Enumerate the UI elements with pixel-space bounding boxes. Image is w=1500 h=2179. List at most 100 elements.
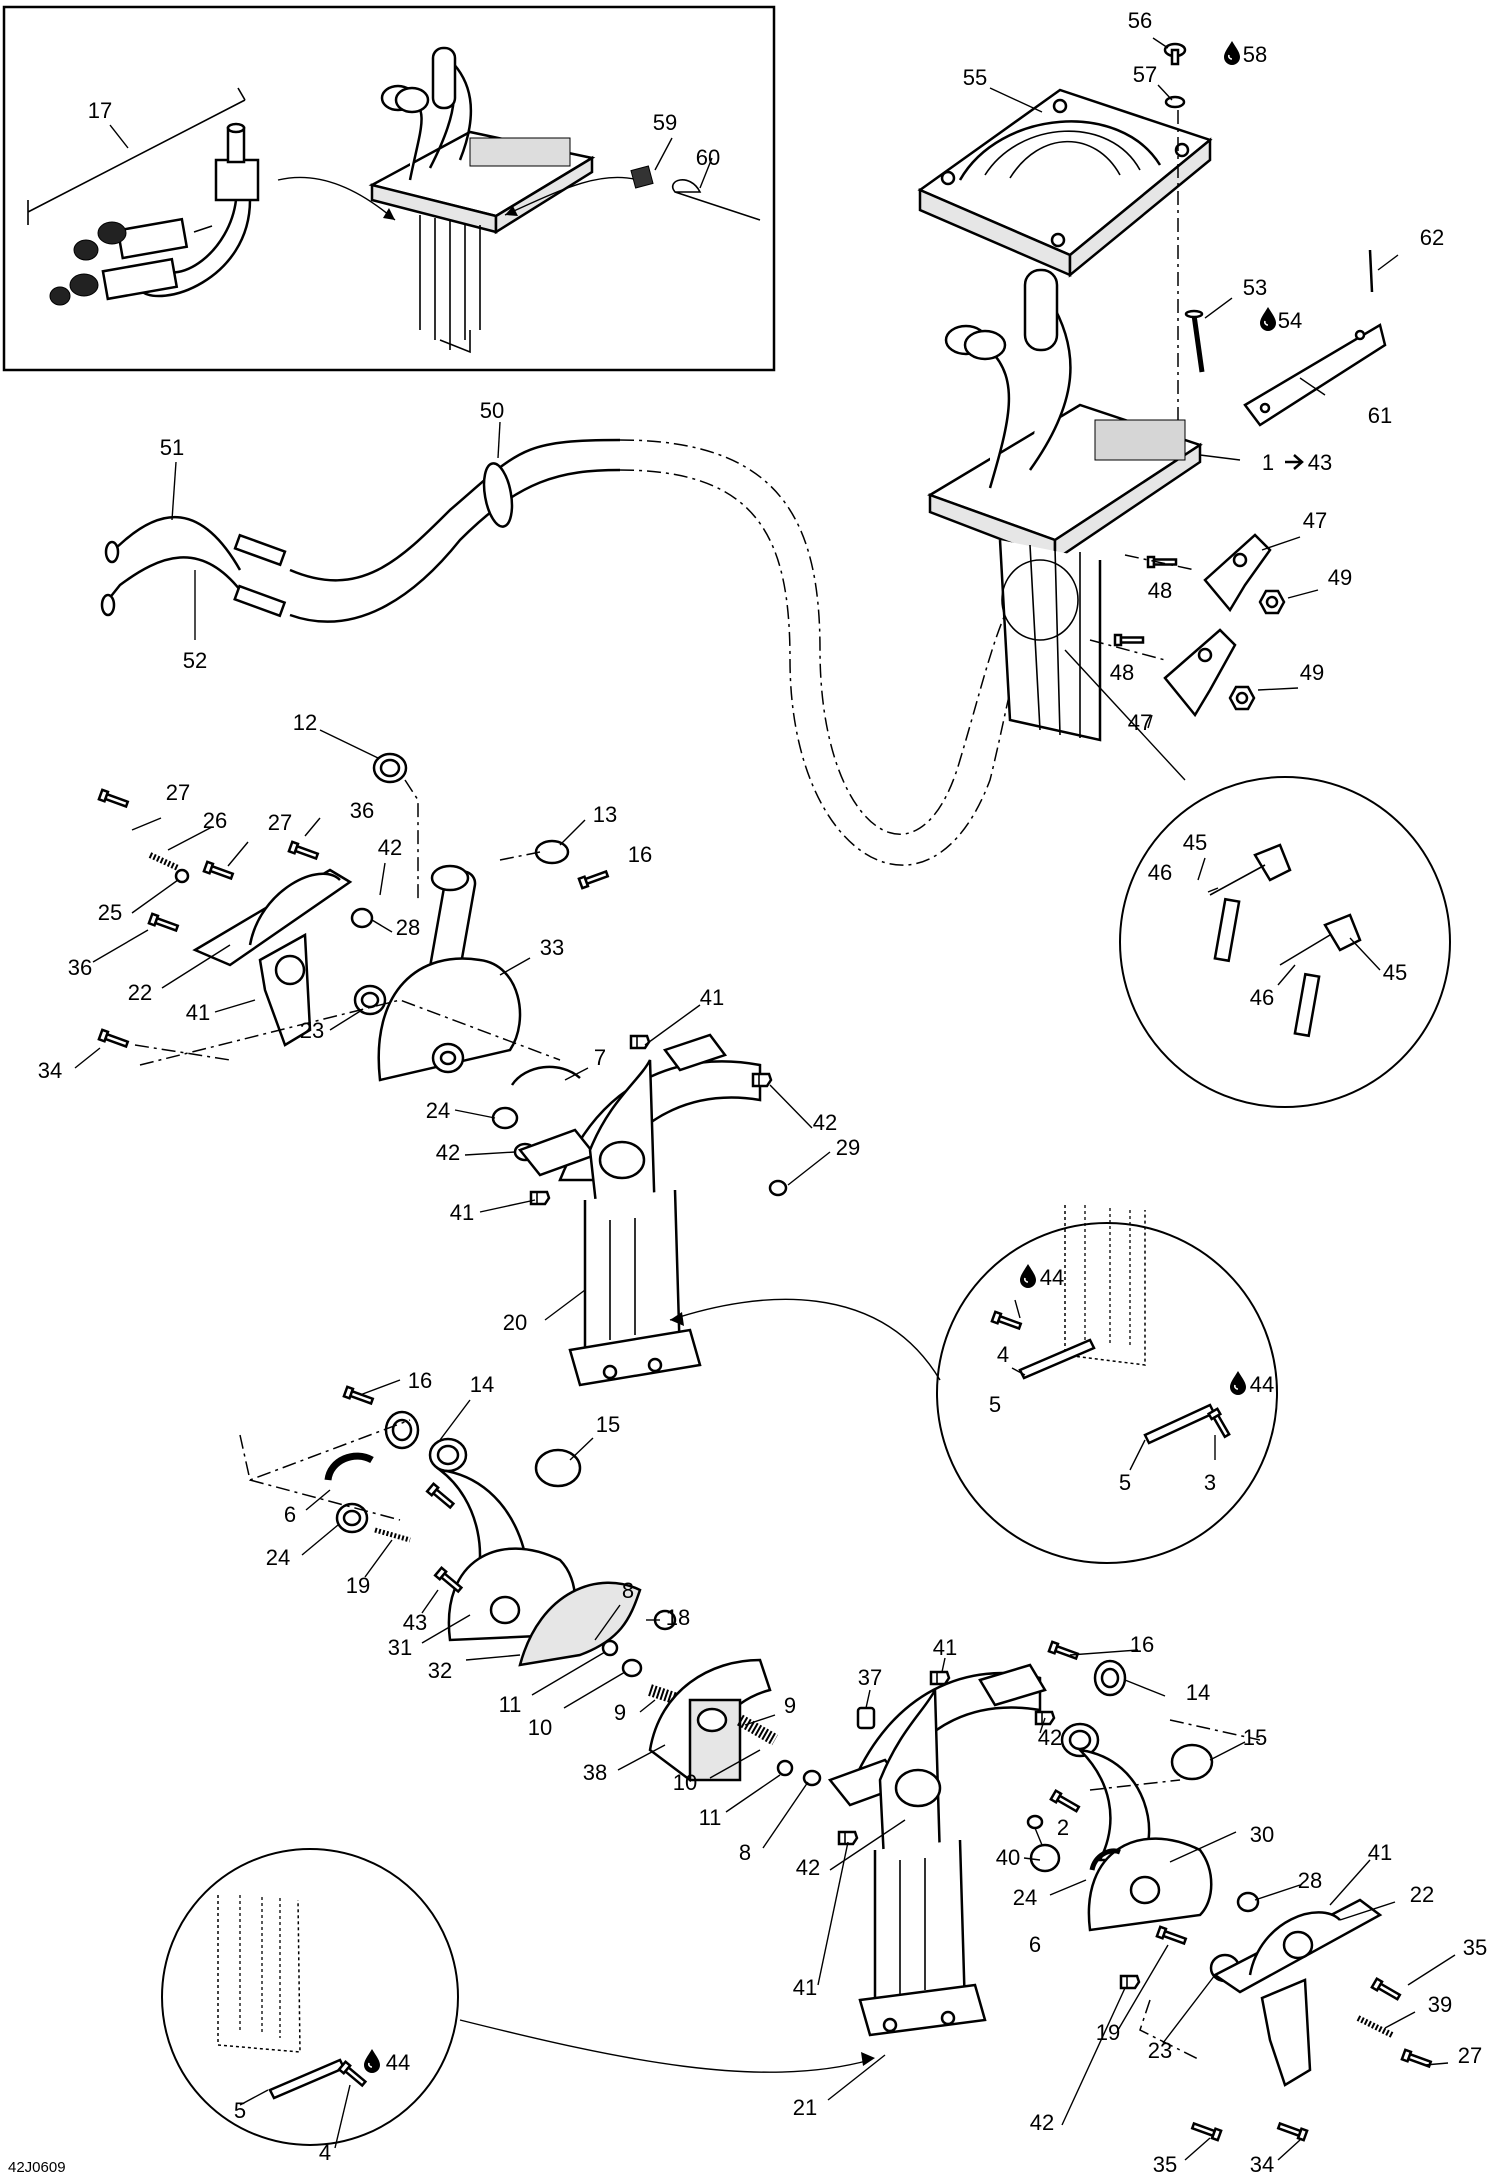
label-59: 59 bbox=[653, 110, 677, 135]
front-lever-group bbox=[97, 752, 788, 1387]
label-44-a: 44 bbox=[1040, 1265, 1064, 1290]
label-24-a: 24 bbox=[426, 1098, 450, 1123]
label-47-lower: 47 bbox=[1128, 710, 1152, 735]
label-7: 7 bbox=[594, 1045, 606, 1070]
mounting-screw bbox=[1184, 309, 1205, 373]
label-4-a: 4 bbox=[997, 1342, 1009, 1367]
label-27-c: 27 bbox=[1458, 2043, 1482, 2068]
label-57: 57 bbox=[1133, 62, 1157, 87]
control-housing-cover bbox=[917, 88, 1213, 278]
label-31: 31 bbox=[388, 1635, 412, 1660]
label-37: 37 bbox=[858, 1665, 882, 1690]
label-50: 50 bbox=[480, 398, 504, 423]
label-23-b: 23 bbox=[1148, 2038, 1172, 2063]
label-27-b: 27 bbox=[268, 810, 292, 835]
inset-control-assembly bbox=[368, 46, 596, 354]
cable-tie-ring bbox=[482, 462, 514, 528]
cover-washer bbox=[1164, 95, 1186, 109]
label-4-b: 4 bbox=[319, 2140, 331, 2165]
label-6-b: 6 bbox=[1029, 1932, 1041, 1957]
label-38: 38 bbox=[583, 1760, 607, 1785]
label-52: 52 bbox=[183, 648, 207, 673]
label-14-a: 14 bbox=[470, 1372, 494, 1397]
label-39: 39 bbox=[1428, 1992, 1452, 2017]
label-48-upper: 48 bbox=[1148, 578, 1172, 603]
label-6-a: 6 bbox=[284, 1502, 296, 1527]
label-10-b: 10 bbox=[673, 1770, 697, 1795]
bracket-detail-circle-left bbox=[161, 1848, 875, 2146]
control-assembly bbox=[927, 268, 1203, 742]
label-19-a: 19 bbox=[346, 1573, 370, 1598]
label-11-a: 11 bbox=[499, 1692, 522, 1717]
label-15-b: 15 bbox=[1243, 1725, 1267, 1750]
label-30: 30 bbox=[1250, 1822, 1274, 1847]
arrow-right-icon bbox=[1285, 454, 1304, 470]
label-16-b: 16 bbox=[408, 1368, 432, 1393]
label-32: 32 bbox=[428, 1658, 452, 1683]
label-12: 12 bbox=[293, 710, 317, 735]
bracket-upper bbox=[1203, 533, 1272, 613]
label-18: 18 bbox=[666, 1605, 690, 1630]
label-44-b: 44 bbox=[1250, 1372, 1274, 1397]
label-11-b: 11 bbox=[699, 1805, 722, 1830]
rear-lever-group bbox=[239, 1385, 822, 1787]
label-45-b: 45 bbox=[1383, 960, 1407, 985]
label-41-a: 41 bbox=[186, 1000, 210, 1025]
label-16-c: 16 bbox=[1130, 1632, 1154, 1657]
label-44-c: 44 bbox=[386, 2050, 410, 2075]
label-42-a: 42 bbox=[378, 835, 402, 860]
label-40: 40 bbox=[996, 1845, 1020, 1870]
label-1: 1 bbox=[1262, 450, 1274, 475]
label-35-a: 35 bbox=[1463, 1935, 1487, 1960]
control-cables bbox=[100, 438, 1051, 866]
bracket-bolt-lower bbox=[1113, 633, 1145, 647]
label-46-a: 46 bbox=[1148, 860, 1172, 885]
grease-drop-icon bbox=[1223, 40, 1241, 66]
bracket-lower bbox=[1163, 628, 1237, 718]
bracket-detail-circle-right bbox=[669, 1205, 1278, 1564]
label-34-a: 34 bbox=[38, 1058, 62, 1083]
label-62: 62 bbox=[1420, 225, 1444, 250]
label-19-b: 19 bbox=[1096, 2020, 1120, 2045]
label-55: 55 bbox=[963, 65, 987, 90]
label-41-d: 41 bbox=[933, 1635, 957, 1660]
label-60: 60 bbox=[696, 145, 720, 170]
label-22-a: 22 bbox=[128, 980, 152, 1005]
label-15-a: 15 bbox=[596, 1412, 620, 1437]
label-42-e: 42 bbox=[796, 1855, 820, 1880]
label-43: 43 bbox=[403, 1610, 427, 1635]
label-43-range: 43 bbox=[1308, 450, 1332, 475]
label-47-upper: 47 bbox=[1303, 508, 1327, 533]
label-42-f: 42 bbox=[1030, 2110, 1054, 2135]
label-41-b: 41 bbox=[700, 985, 724, 1010]
plate-screw bbox=[1368, 249, 1374, 293]
label-26: 26 bbox=[203, 808, 227, 833]
label-36-a: 36 bbox=[350, 798, 374, 823]
label-36-b: 36 bbox=[68, 955, 92, 980]
label-9-b: 9 bbox=[784, 1693, 796, 1718]
cable-clip bbox=[630, 165, 654, 189]
label-17: 17 bbox=[88, 98, 112, 123]
label-24-c: 24 bbox=[1013, 1885, 1037, 1910]
label-5-c: 5 bbox=[234, 2098, 246, 2123]
label-16-a: 16 bbox=[628, 842, 652, 867]
bracket-nut-upper bbox=[1258, 589, 1286, 615]
label-23-a: 23 bbox=[300, 1018, 324, 1043]
label-49-lower: 49 bbox=[1300, 660, 1324, 685]
label-24-b: 24 bbox=[266, 1545, 290, 1570]
label-21: 21 bbox=[793, 2095, 817, 2120]
label-48-lower: 48 bbox=[1110, 660, 1134, 685]
lower-housing-group bbox=[827, 1640, 1433, 2142]
label-49-upper: 49 bbox=[1328, 565, 1352, 590]
label-41-f: 41 bbox=[1368, 1840, 1392, 1865]
label-8-a: 8 bbox=[622, 1578, 634, 1603]
label-9-a: 9 bbox=[614, 1700, 626, 1725]
label-33: 33 bbox=[540, 935, 564, 960]
label-20: 20 bbox=[503, 1310, 527, 1335]
label-54: 54 bbox=[1278, 308, 1302, 333]
label-29: 29 bbox=[836, 1135, 860, 1160]
label-42-b: 42 bbox=[813, 1110, 837, 1135]
label-10-a: 10 bbox=[528, 1715, 552, 1740]
label-28-a: 28 bbox=[396, 915, 420, 940]
